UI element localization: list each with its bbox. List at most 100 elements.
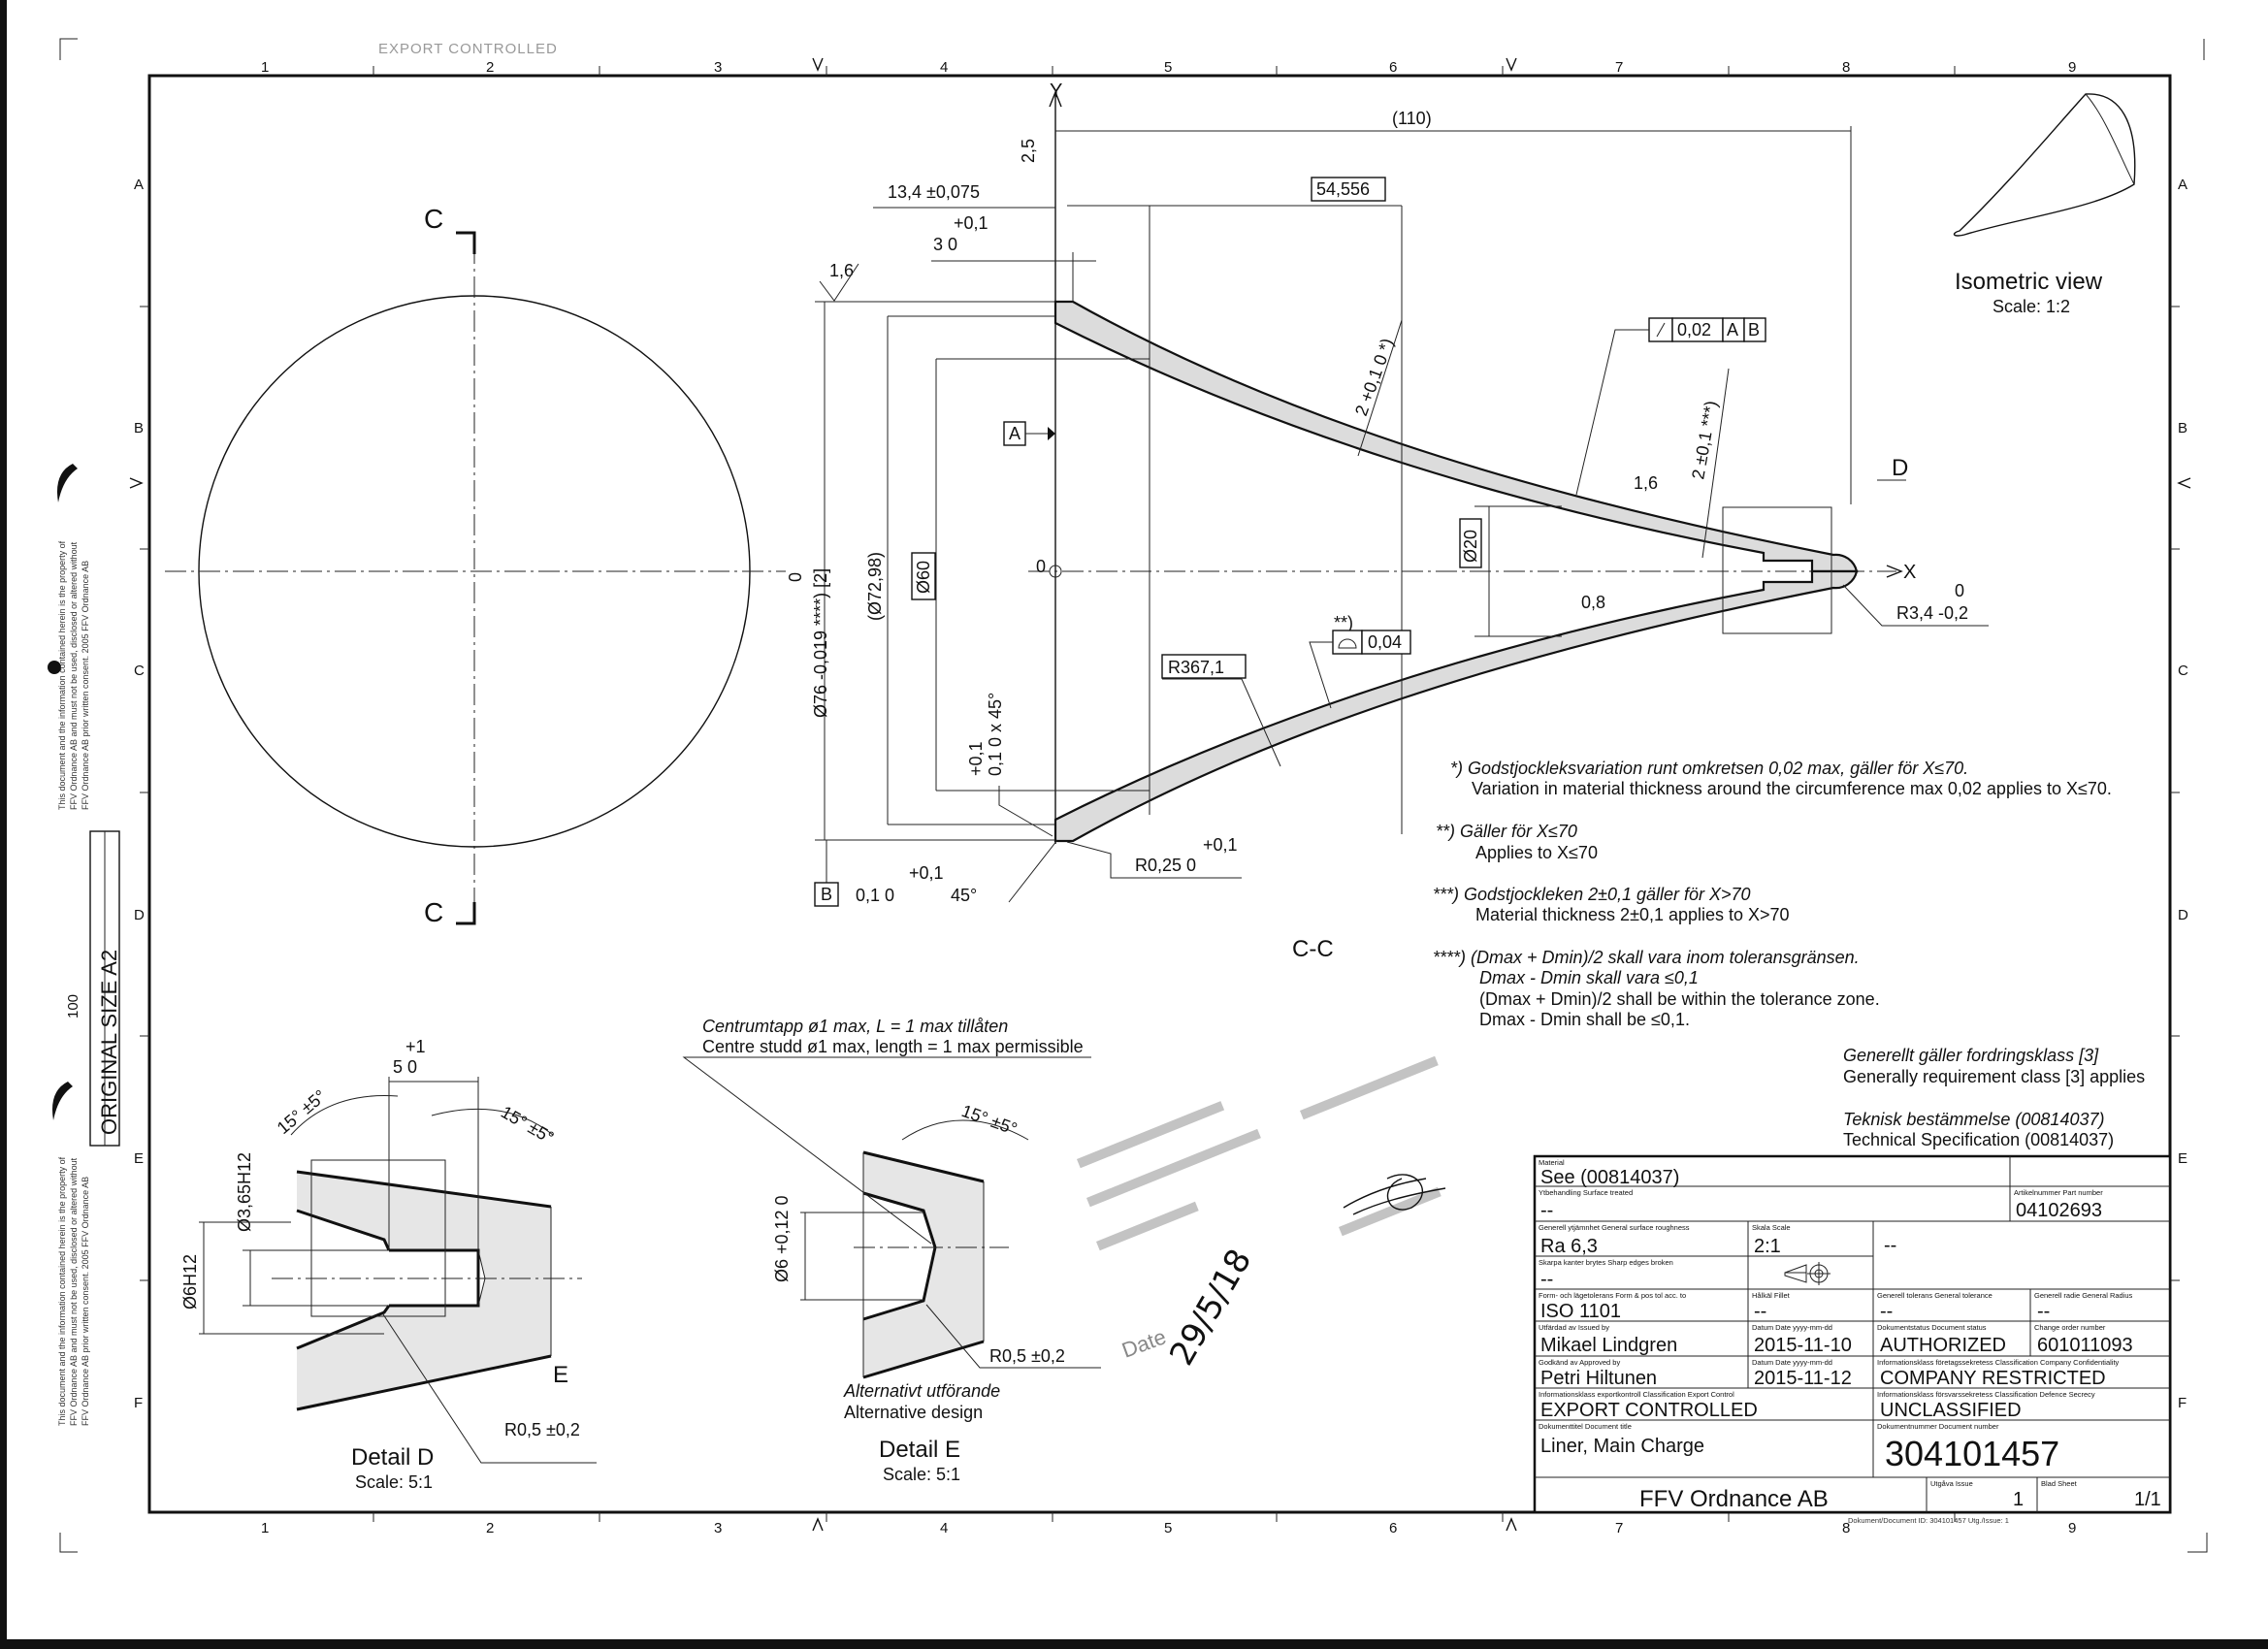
doc-title-label: Dokumenttitel Document title: [1539, 1422, 1632, 1431]
blank-field: --: [1884, 1235, 1896, 1256]
doc-number-label: Dokumentnummer Document number: [1877, 1422, 1999, 1431]
issued-by-label: Utfärdad av Issued by: [1539, 1323, 1609, 1332]
property-notice-lower: This document and the information contai…: [57, 1156, 90, 1426]
company-name: FFV Ordnance AB: [1639, 1486, 1829, 1512]
col-number: 4: [940, 1520, 948, 1536]
note-2-sv: **) Gäller för X≤70: [1436, 822, 1577, 841]
col-number: 3: [714, 59, 722, 76]
dim-dia-76-upper: 0: [786, 572, 805, 582]
detail-e-radius: R0,5 ±0,2: [989, 1346, 1065, 1366]
col-number: 2: [486, 59, 494, 76]
axis-y-label: Y: [1050, 81, 1062, 102]
detail-d: +1 5 0 Ø3,65H12 Ø6H12 15° ±5° 15° ±5° E …: [180, 1037, 597, 1492]
detail-e-marker: E: [553, 1362, 568, 1388]
col-number: 9: [2068, 59, 2076, 76]
detail-e-angle: 15° ±5°: [959, 1101, 1021, 1139]
dim-r-0-25: R0,25 0: [1135, 856, 1196, 875]
detail-d-marker: D: [1892, 455, 1908, 481]
dim-b-angle: 45°: [951, 886, 977, 905]
note-1-sv: *) Godstjockleksvariation runt omkretsen…: [1450, 759, 1968, 778]
left-margin: ORIGINAL SIZE A2 100: [48, 464, 121, 1147]
doc-title-value: Liner, Main Charge: [1540, 1436, 1704, 1457]
surface-roughness-1-6: 1,6: [829, 261, 854, 280]
punch-hole-mark: [48, 661, 61, 674]
row-letter: A: [2178, 177, 2187, 193]
punch-hole-mark: [57, 464, 78, 502]
dim-dia-76: Ø76 -0,019 ****) [2]: [811, 568, 830, 718]
note-2-en: Applies to X≤70: [1475, 843, 1598, 862]
approved-by-value: Petri Hiltunen: [1540, 1368, 1657, 1389]
material-value: See (00814037): [1540, 1167, 1679, 1188]
detail-d-boundary: [1722, 506, 1832, 634]
row-letter: C: [2178, 663, 2188, 679]
scale-value: 2:1: [1754, 1236, 1781, 1257]
change-order-label: Change order number: [2034, 1323, 2106, 1332]
issued-date-label: Datum Date yyyy-mm-dd: [1752, 1323, 1832, 1332]
col-number: 4: [940, 59, 948, 76]
dim-r-3-4: R3,4 -0,2: [1896, 603, 1968, 623]
change-order-value: 601011093: [2037, 1335, 2133, 1356]
surface-treated-label: Ytbehandling Surface treated: [1539, 1188, 1633, 1197]
detail-e-dia: Ø6 +0,12 0: [772, 1195, 792, 1282]
note-3-en: Material thickness 2±0,1 applies to X>70: [1475, 905, 1790, 924]
row-letter: D: [134, 907, 145, 923]
corner-mark-bl: [59, 1533, 78, 1553]
title-block: Material Ytbehandling Surface treated Ar…: [1533, 1154, 2172, 1525]
col-number: 2: [486, 1520, 494, 1536]
cut-label-top: C: [424, 204, 443, 234]
frame-centering-marks: [129, 57, 2191, 1532]
general-radius-label: Generell radie General Radius: [2034, 1291, 2133, 1300]
dim-13-4: 13,4 ±0,075: [888, 182, 980, 202]
company-class-value: COMPANY RESTRICTED: [1880, 1368, 2106, 1389]
note-3-sv: ***) Godstjockleken 2±0,1 gäller för X>7…: [1433, 885, 1751, 904]
dim-3: 3 0: [933, 235, 957, 254]
doc-status-label: Dokumentstatus Document status: [1877, 1323, 1987, 1332]
technical-spec-en: Technical Specification (00814037): [1843, 1130, 2114, 1149]
section-view-label: C-C: [1292, 936, 1334, 962]
origin-label: 0: [1036, 557, 1046, 576]
runout-datum-a: A: [1727, 320, 1738, 340]
export-class-value: EXPORT CONTROLLED: [1540, 1400, 1758, 1421]
dim-b-chamfer: 0,1 0: [856, 886, 894, 905]
approved-by-label: Godkänd av Approved by: [1539, 1358, 1620, 1367]
punch-hole-mark: [52, 1082, 73, 1120]
surface-roughness-0-8: 0,8: [1581, 593, 1605, 612]
detail-e-wall: [863, 1152, 984, 1377]
sheet-value: 1/1: [2134, 1489, 2161, 1510]
detail-d-radius: R0,5 ±0,2: [504, 1420, 580, 1439]
dim-54-556-basic: 54,556: [1316, 179, 1370, 199]
surface-roughness-1-6-right: 1,6: [1634, 473, 1658, 493]
note-4-sv: ****) (Dmax + Dmin)/2 skall vara inom to…: [1433, 948, 1860, 967]
cut-label-bottom: C: [424, 897, 443, 927]
detail-e-alternative-en: Alternative design: [844, 1403, 983, 1422]
doc-status-value: AUTHORIZED: [1880, 1335, 2006, 1356]
row-letter: C: [134, 663, 145, 679]
part-number-value: 04102693: [2016, 1200, 2102, 1221]
general-tolerance-label: Generell tolerans General tolerance: [1877, 1291, 1993, 1300]
runout-tolerance: 0,02: [1677, 320, 1711, 340]
isometric-view: Isometric view Scale: 1:2: [1953, 93, 2136, 316]
detail-d-dia-3-65: Ø3,65H12: [235, 1152, 254, 1232]
material-label: Material: [1539, 1158, 1565, 1167]
company-class-label: Informationsklass företagssekretess Clas…: [1877, 1358, 2120, 1367]
datum-b: B: [821, 885, 832, 904]
issued-by-value: Mikael Lindgren: [1540, 1335, 1677, 1356]
top-export-stamp: EXPORT CONTROLLED: [378, 41, 558, 57]
form-pos-label: Form- och lägetolerans Form & pos tol ac…: [1539, 1291, 1686, 1300]
fillet-value: --: [1754, 1301, 1766, 1322]
detail-e-note-en: Centre studd ø1 max, length = 1 max perm…: [702, 1037, 1084, 1056]
row-letter: A: [134, 177, 144, 193]
col-number: 6: [1389, 59, 1397, 76]
general-radius-value: --: [2037, 1301, 2050, 1322]
detail-e-scale: Scale: 5:1: [883, 1465, 960, 1484]
row-letters-left: A B C D E F: [134, 177, 145, 1411]
dim-b-chamfer-tolerance: +0,1: [909, 863, 944, 883]
issue-label: Utgåva Issue: [1930, 1479, 1973, 1488]
row-letter: F: [2178, 1395, 2187, 1411]
detail-d-wall: [297, 1172, 551, 1409]
row-letter: B: [2178, 420, 2187, 436]
signature: [1343, 1174, 1446, 1215]
export-class-label: Informationsklass exportkontroll Classif…: [1539, 1390, 1734, 1399]
sheet-label: Blad Sheet: [2041, 1479, 2078, 1488]
